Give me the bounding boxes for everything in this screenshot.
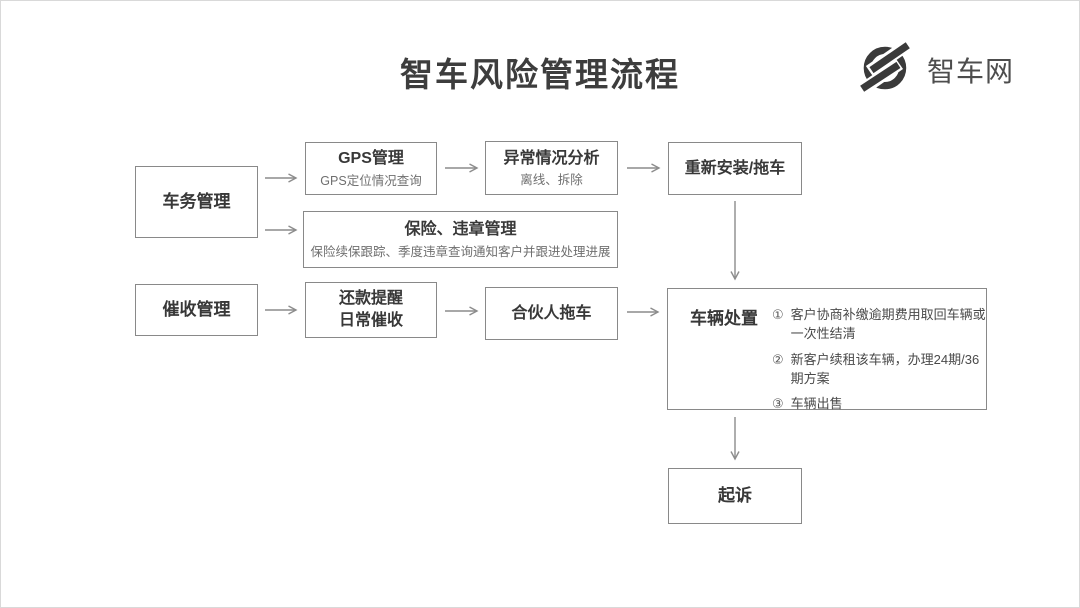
node-abnormal-analysis: 异常情况分析 离线、拆除 [485, 141, 618, 195]
node-collection-management: 催收管理 [135, 284, 258, 336]
list-item: ③ 车辆出售 [772, 395, 989, 414]
node-partner-tow: 合伙人拖车 [485, 287, 618, 340]
node-lawsuit: 起诉 [668, 468, 802, 524]
node-gps-management: GPS管理 GPS定位情况查询 [305, 142, 437, 195]
zhiche-logo-icon [855, 38, 914, 100]
node-reinstall-tow: 重新安装/拖车 [668, 142, 802, 195]
node-title: 催收管理 [162, 299, 231, 319]
list-item-text: 新客户续租该车辆，办理24期/36期方案 [790, 351, 980, 386]
node-title: GPS管理 [338, 150, 404, 168]
brand-name: 智车网 [926, 55, 1014, 87]
node-insurance-violation: 保险、违章管理 保险续保跟踪、季度违章查询通知客户并跟进处理进展 [303, 211, 618, 268]
node-vehicle-management: 车务管理 [135, 166, 258, 238]
node-subtitle: GPS定位情况查询 [320, 173, 422, 188]
node-repayment-reminder: 还款提醒 日常催收 [305, 282, 437, 338]
node-title: 重新安装/拖车 [684, 159, 786, 177]
node-title-line1: 还款提醒 [338, 290, 403, 308]
list-item-marker: ② [772, 351, 784, 367]
node-title: 保险、违章管理 [404, 221, 517, 239]
node-title: 车务管理 [162, 191, 231, 211]
list-item-marker: ① [772, 307, 784, 322]
node-title: 异常情况分析 [503, 149, 600, 167]
list-item-text: 客户协商补缴逾期费用取回车辆或一次性结清 [790, 307, 986, 341]
node-title: 起诉 [718, 485, 752, 505]
list-item-marker: ③ [772, 396, 784, 412]
node-subtitle: 离线、拆除 [520, 173, 583, 188]
page-title: 智车风险管理流程 [400, 56, 680, 93]
list-item: ② 新客户续租该车辆，办理24期/36期方案 [772, 351, 989, 389]
list-item-text: 车辆出售 [790, 396, 843, 412]
node-title-line2: 日常催收 [338, 312, 403, 329]
node-subtitle: 保险续保跟踪、季度违章查询通知客户并跟进处理进展 [310, 244, 611, 259]
disposal-options-list: ① 客户协商补缴逾期费用取回车辆或一次性结清 ② 新客户续租该车辆，办理24期/… [772, 306, 989, 414]
node-title: 车辆处置 [690, 309, 758, 328]
list-item: ① 客户协商补缴逾期费用取回车辆或一次性结清 [772, 306, 989, 344]
node-title: 合伙人拖车 [511, 304, 592, 322]
brand-logo: 智车网 [855, 38, 1014, 100]
node-vehicle-disposal: 车辆处置 ① 客户协商补缴逾期费用取回车辆或一次性结清 ② 新客户续租该车辆，办… [667, 288, 987, 411]
